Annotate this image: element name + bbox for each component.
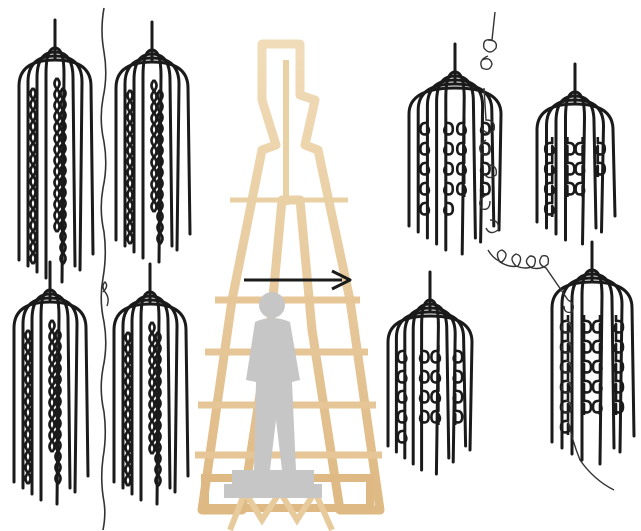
strand-loop [413,304,449,464]
before-cluster-top-right [116,22,190,262]
after-cluster-top-left [409,44,501,254]
coiled-strand [593,315,602,415]
coiled-strand [583,315,592,415]
after-panel [388,44,634,474]
left-center-strand [101,8,106,530]
before-cluster-bottom-right [114,264,188,504]
before-panel [14,20,190,504]
before-cluster-top-left [19,20,93,282]
strand-loop [422,300,439,474]
strand-loop [437,76,476,244]
after-cluster-bottom-left [388,272,472,474]
coiled-strand [576,137,585,197]
coiled-strand [420,345,429,425]
coiled-strand [431,345,440,425]
before-cluster-bottom-left [14,262,88,504]
after-cluster-top-right [537,64,615,244]
coiled-strand [420,117,429,217]
after-cluster-bottom-right [552,242,634,464]
transition-arrow [244,271,350,289]
coiled-strand [444,117,453,217]
coiled-strand [566,137,575,197]
coiled-strand [398,345,407,445]
watermark-emblem [195,44,382,530]
coiled-strand [457,117,466,197]
coiled-strand [454,345,463,425]
